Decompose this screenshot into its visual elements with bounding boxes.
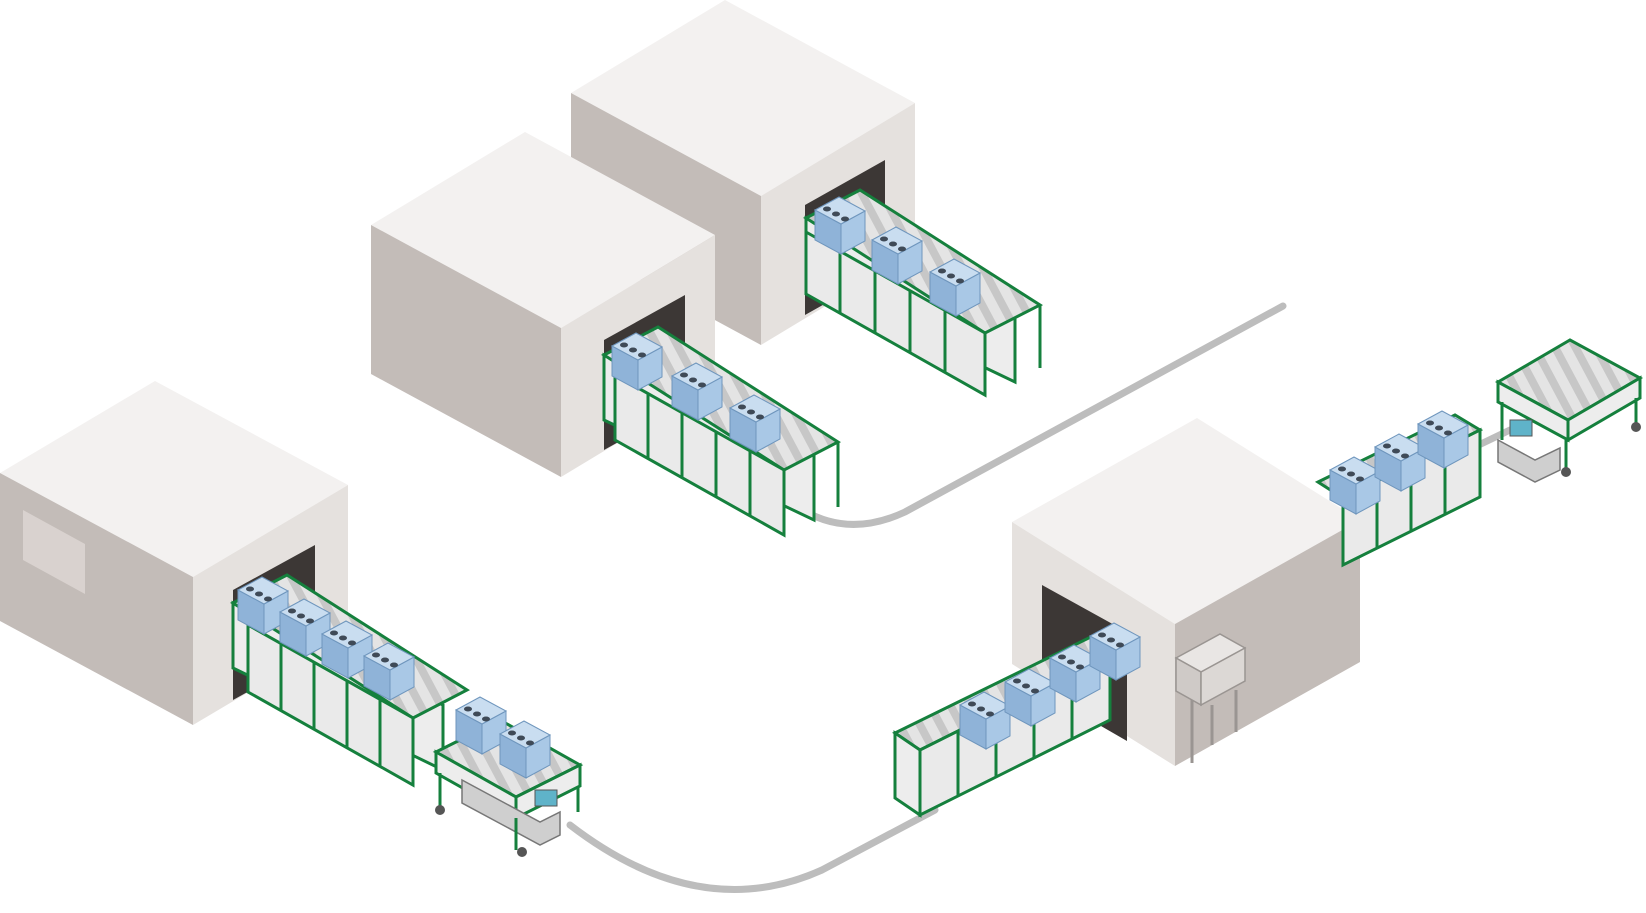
building-window bbox=[23, 510, 85, 594]
engine-block-workpiece-icon bbox=[1048, 644, 1102, 703]
route-lower bbox=[566, 806, 939, 894]
engine-block-workpiece-icon bbox=[362, 642, 416, 701]
engine-block-workpiece-icon bbox=[870, 226, 924, 285]
engine-block-workpiece-icon bbox=[928, 258, 982, 317]
engine-block-workpiece-icon bbox=[1328, 456, 1382, 515]
engine-block-workpiece-icon bbox=[1373, 433, 1427, 492]
workpieces-layer bbox=[236, 196, 1470, 779]
engine-block-workpiece-icon bbox=[670, 362, 724, 421]
engine-block-workpiece-icon bbox=[1088, 622, 1142, 681]
engine-block-workpiece-icon bbox=[728, 394, 782, 453]
mobile-robot-cart-icon bbox=[1494, 338, 1644, 483]
engine-block-workpiece-icon bbox=[498, 720, 552, 779]
engine-block-workpiece-icon bbox=[813, 196, 867, 255]
engine-block-workpiece-icon bbox=[958, 691, 1012, 750]
engine-block-workpiece-icon bbox=[610, 332, 664, 391]
engine-block-workpiece-icon bbox=[1416, 410, 1470, 469]
engine-block-workpiece-icon bbox=[1003, 668, 1057, 727]
